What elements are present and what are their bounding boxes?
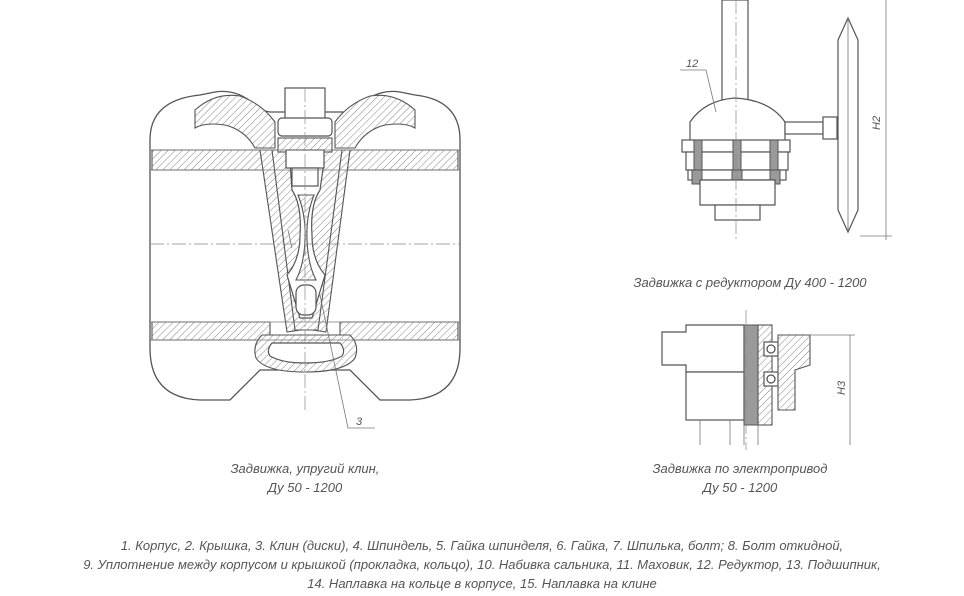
caption-main-line2: Ду 50 - 1200 xyxy=(267,480,343,495)
actuator-lower-stem xyxy=(699,420,759,445)
bonnet-left xyxy=(194,94,276,149)
label-part-12: 12 xyxy=(686,58,698,70)
legend-line-3: 14. Наплавка на кольце в корпусе, 15. На… xyxy=(307,576,657,591)
bearing-upper xyxy=(763,341,779,357)
caption-reducer: Задвижка с редуктором Ду 400 - 1200 xyxy=(633,275,867,290)
actuator-cover xyxy=(777,334,811,411)
reducer-body xyxy=(689,97,786,151)
bonnet-right xyxy=(334,94,416,149)
actuator-body xyxy=(685,371,745,421)
wedge-mark xyxy=(287,229,293,249)
caption-electric-line1: Задвижка по электропривод xyxy=(652,461,828,476)
reducer-bonnet xyxy=(699,179,776,206)
caption-main-line1: Задвижка, упругий клин, xyxy=(230,461,380,476)
bearing-lower xyxy=(763,371,779,387)
body-wall-upper xyxy=(151,149,266,171)
body-wall-lower-right xyxy=(339,321,459,341)
bearing-ball-upper xyxy=(766,344,776,354)
gate-valve-section: 3 xyxy=(149,87,461,429)
reducer-yoke xyxy=(714,204,761,221)
dim-h2-label: H2 xyxy=(871,116,883,130)
body-wall-lower xyxy=(151,321,271,341)
dim-h3-label: H3 xyxy=(836,380,848,395)
legend-line-1: 1. Корпус, 2. Крышка, 3. Клин (диски), 4… xyxy=(120,538,844,553)
leader-part-3 xyxy=(319,294,375,429)
reducer-bolt-3 xyxy=(769,139,779,173)
legend-line-2: 9. Уплотнение между корпусом и крышкой (… xyxy=(83,557,881,572)
wedge-slot xyxy=(295,284,317,316)
bearing-ball-lower xyxy=(766,374,776,384)
reducer-view: H2 12 xyxy=(680,0,892,240)
electric-actuator-view: H3 xyxy=(661,310,855,450)
body-wall-upper-right xyxy=(344,149,459,171)
reducer-bolt-2 xyxy=(732,139,742,173)
caption-electric: Задвижка по электропривод Ду 50 - 1200 xyxy=(610,459,870,497)
actuator-top-housing xyxy=(661,324,745,373)
parts-legend: 1. Корпус, 2. Крышка, 3. Клин (диски), 4… xyxy=(0,536,964,593)
reducer-bolt-1 xyxy=(693,139,703,173)
reducer-nut-1 xyxy=(691,169,703,185)
reducer-stem xyxy=(721,0,749,106)
caption-electric-line2: Ду 50 - 1200 xyxy=(702,480,778,495)
reducer-shaft-nut xyxy=(822,116,838,140)
label-part-3: 3 xyxy=(356,416,363,428)
reducer-input-shaft xyxy=(784,121,824,135)
leader-part-12 xyxy=(680,69,717,113)
caption-main-valve: Задвижка, упругий клин, Ду 50 - 1200 xyxy=(150,459,460,497)
